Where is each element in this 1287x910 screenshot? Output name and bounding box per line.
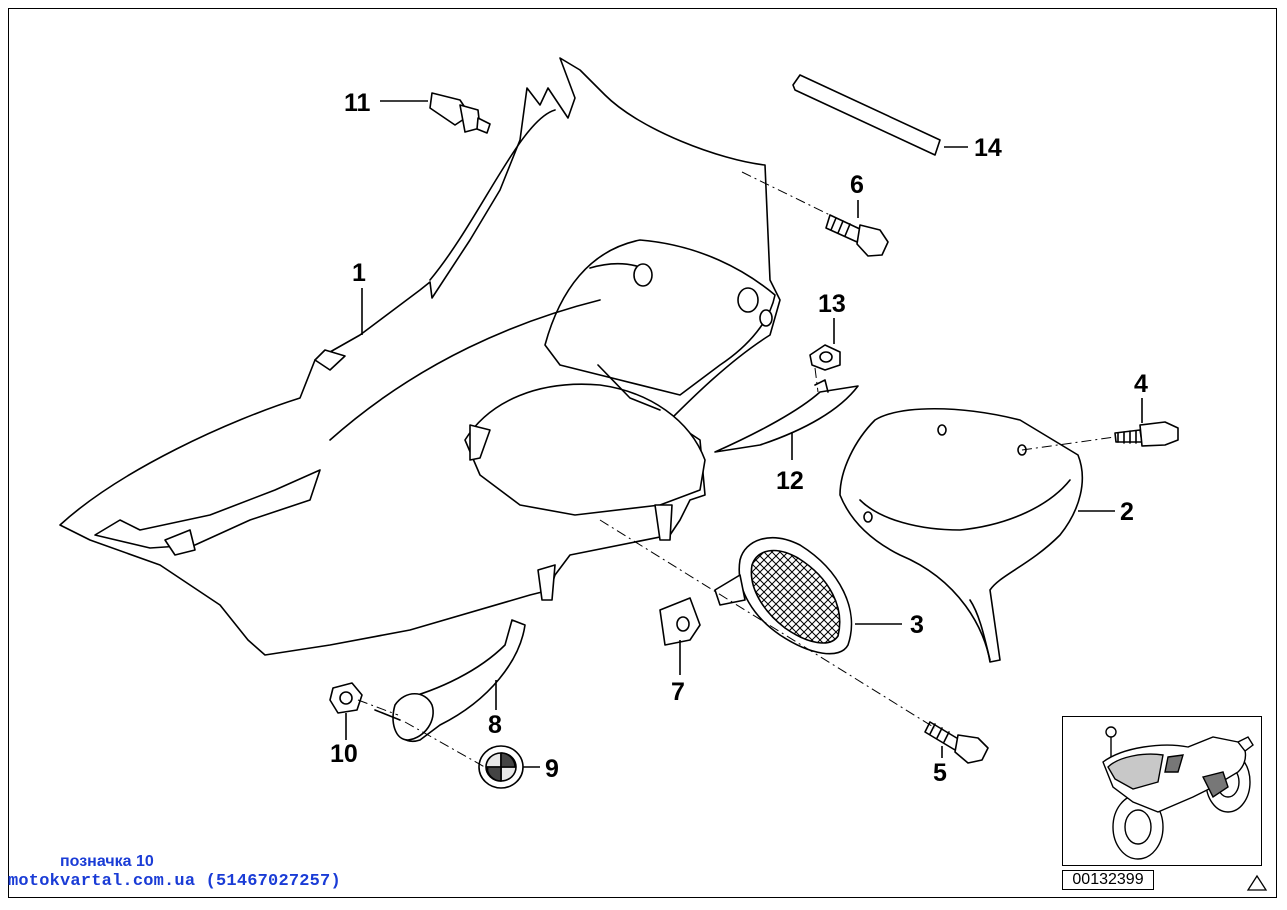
nut-part-10: [329, 682, 363, 714]
callout-1: 1: [352, 259, 366, 287]
callout-11: 11: [344, 89, 371, 117]
callout-6: 6: [850, 171, 864, 199]
motorcycle-thumbnail: [1062, 716, 1262, 866]
callout-9: 9: [545, 755, 559, 783]
guide-lines: [357, 171, 1116, 771]
callout-13: 13: [818, 290, 846, 318]
screw-part-6: [825, 214, 889, 257]
callout-10: 10: [330, 740, 358, 768]
callout-7: 7: [671, 678, 685, 706]
side-cover-part-2: [839, 408, 1084, 663]
callout-4: 4: [1134, 370, 1148, 398]
footer-label: позначка 10: [60, 853, 154, 870]
grommet-part-13: [809, 344, 841, 371]
diagram-frame: [8, 8, 1277, 898]
fairing-panel-part-1: [59, 57, 781, 656]
foam-strip-part-14: [792, 74, 941, 156]
callout-5: 5: [933, 759, 947, 787]
bracket-part-7: [659, 597, 701, 646]
leader-lines: [345, 100, 1143, 768]
triangle-warning-icon: [1246, 874, 1268, 891]
small-panel-part-12: [714, 379, 859, 453]
mesh-grille-part-3: [714, 537, 853, 655]
trim-strip-part-8: [374, 619, 526, 742]
motorcycle-thumbnail-icon: [1102, 726, 1254, 860]
screw-part-4: [1114, 421, 1179, 447]
callout-3: 3: [910, 611, 924, 639]
screw-part-5: [924, 721, 989, 764]
emblem-part-9: [478, 745, 524, 789]
callout-8: 8: [488, 711, 502, 739]
callout-14: 14: [974, 134, 1002, 162]
footer-site-link[interactable]: motokvartal.com.ua (51467027257): [8, 872, 341, 891]
callout-labels: 11 1 6 13 4 2 3 12 14 7 8 10 9 5: [330, 89, 1148, 787]
rubber-buffer-part-11: [429, 92, 491, 134]
callout-12: 12: [776, 467, 804, 495]
callout-2: 2: [1120, 498, 1134, 526]
diagram-part-number: 00132399: [1062, 870, 1154, 890]
